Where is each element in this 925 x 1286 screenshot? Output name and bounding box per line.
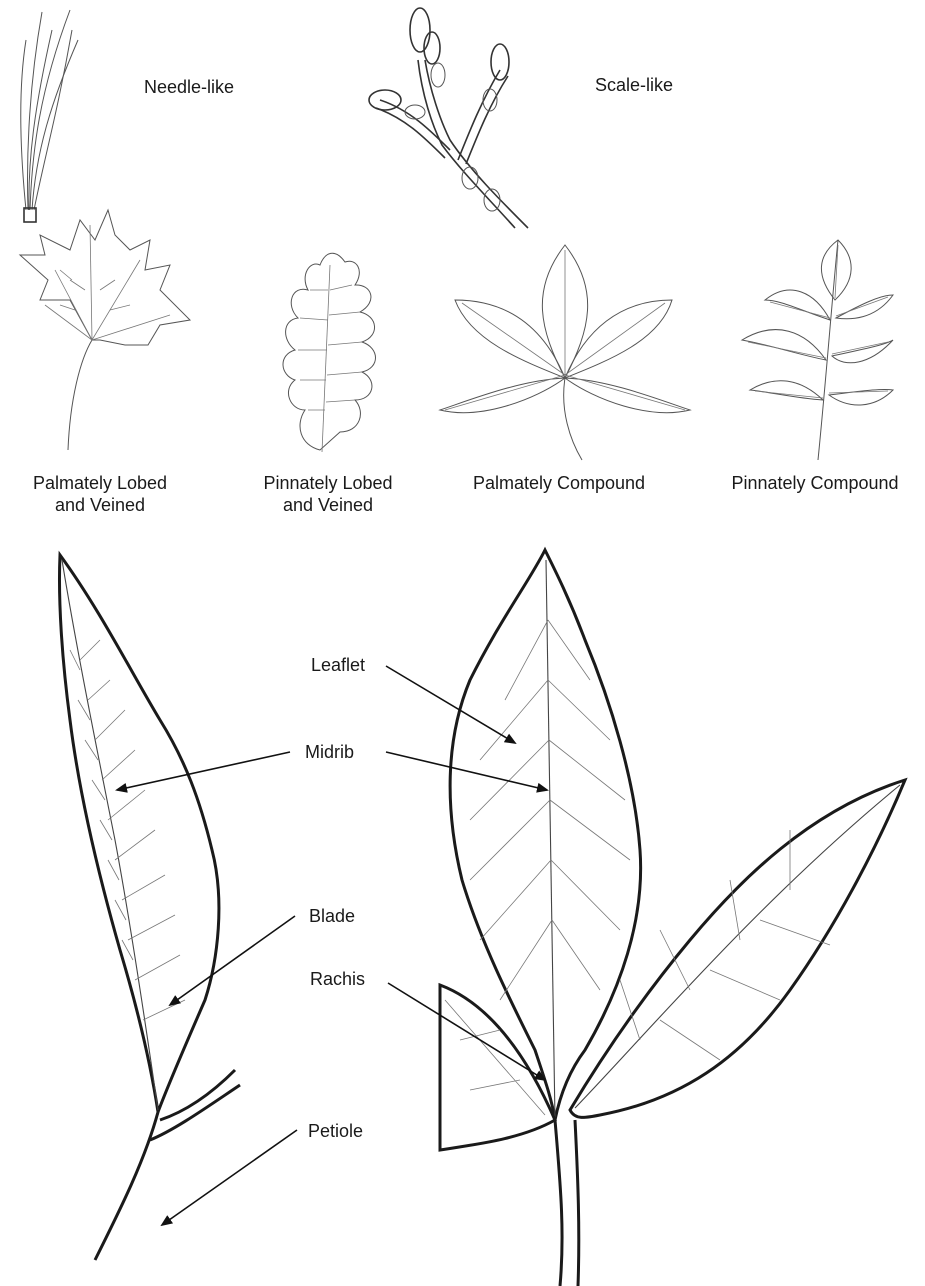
palmately-compound-label: Palmately Compound — [444, 472, 674, 494]
midrib-arrow-right — [386, 752, 547, 790]
needle-leaf-drawing — [21, 10, 78, 222]
pinnately-lobed-drawing — [283, 253, 376, 452]
petiole-label: Petiole — [308, 1120, 363, 1142]
petiole-arrow — [162, 1130, 297, 1225]
simple-leaf-drawing — [59, 555, 240, 1260]
scale-leaf-drawing — [369, 8, 528, 228]
leaflet-arrow — [386, 666, 515, 743]
pinnately-lobed-label: Pinnately Lobed and Veined — [228, 472, 428, 516]
blade-label: Blade — [309, 905, 355, 927]
palmately-lobed-label: Palmately Lobed and Veined — [0, 472, 200, 516]
pinnately-compound-drawing — [742, 240, 893, 460]
rachis-label: Rachis — [310, 968, 365, 990]
pinnately-compound-label: Pinnately Compound — [700, 472, 925, 494]
blade-arrow — [170, 916, 295, 1005]
palmately-lobed-drawing — [20, 210, 190, 450]
midrib-label: Midrib — [305, 741, 354, 763]
leaflet-label: Leaflet — [311, 654, 365, 676]
midrib-arrow-left — [117, 752, 290, 790]
compound-leaf-drawing — [440, 550, 905, 1286]
scale-like-label: Scale-like — [595, 74, 673, 96]
needle-like-label: Needle-like — [144, 76, 234, 98]
palmately-compound-drawing — [440, 245, 690, 460]
